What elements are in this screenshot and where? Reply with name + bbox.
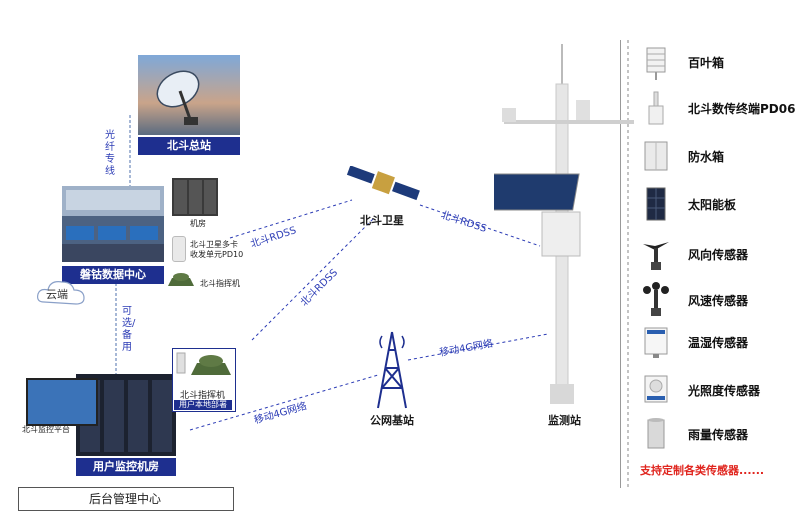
beidou-terminal-icon <box>636 88 676 128</box>
sensor-label: 风向传感器 <box>688 247 749 262</box>
backend-center-box <box>18 487 234 511</box>
cloud-label: 云端 <box>46 288 68 301</box>
sensor-item: 防水箱 <box>636 136 800 176</box>
cell-tower-icon <box>372 328 412 410</box>
user-local-deploy-label: 用户本地部署 <box>174 400 232 410</box>
sensor-item: 风向传感器 <box>636 234 800 274</box>
anemometer-icon <box>636 280 676 320</box>
commander-dc-label: 北斗指挥机 <box>200 279 240 288</box>
sensor-label: 太阳能板 <box>688 197 737 212</box>
satellite-label: 北斗卫星 <box>360 214 404 227</box>
hq-station-image <box>138 55 240 135</box>
louver-box-icon <box>636 42 676 82</box>
hq-station-label: 北斗总站 <box>138 137 240 155</box>
monitor-station-icon <box>478 44 644 405</box>
data-center-image <box>62 186 164 262</box>
net4g-user-label: 移动4G网络 <box>253 400 309 427</box>
monitor-station-label: 监测站 <box>548 414 581 427</box>
net4g-station-label: 移动4G网络 <box>438 338 494 359</box>
sensor-label: 百叶箱 <box>688 55 725 70</box>
rdss-station-label: 北斗RDSS <box>439 209 488 235</box>
sensor-item: 光照度传感器 <box>636 370 800 410</box>
commander-device-icon <box>166 270 196 290</box>
sensor-item: 北斗数传终端PD06 <box>636 88 800 128</box>
satellite-dish-icon <box>156 70 200 125</box>
user-room-label: 用户监控机房 <box>76 458 176 476</box>
optional-backup-label: 可选/备用 <box>122 306 136 353</box>
sensor-label: 光照度传感器 <box>688 383 761 398</box>
rain-gauge-icon <box>636 414 676 454</box>
backend-center-label: 后台管理中心 <box>88 492 161 506</box>
satellite-icon <box>346 165 422 202</box>
sensor-label: 风速传感器 <box>688 293 749 308</box>
receiver-unit-label: 北斗卫星多卡 收发单元PD10 <box>190 240 244 259</box>
receiver-unit-icon <box>172 236 186 262</box>
custom-sensor-note: 支持定制各类传感器...... <box>640 464 765 477</box>
sensor-item: 温湿传感器 <box>636 322 800 362</box>
server-rack-icon <box>172 178 218 216</box>
user-commander-label: 北斗指挥机 <box>180 391 226 401</box>
monitor-platform-label: 北斗监控平台 <box>22 425 70 434</box>
data-center-label: 磐钴数据中心 <box>62 266 164 284</box>
sensor-item: 风速传感器 <box>636 280 800 320</box>
light-sensor-icon <box>636 370 676 410</box>
sensor-item: 百叶箱 <box>636 42 800 82</box>
rdss-dc-label: 北斗RDSS <box>249 225 298 251</box>
fiber-link-label: 光纤专线 <box>105 130 115 177</box>
wind-vane-icon <box>636 234 676 274</box>
sensor-label: 北斗数传终端PD06 <box>688 101 796 116</box>
commander-device-icon <box>176 352 231 375</box>
public-station-label: 公网基站 <box>370 414 414 427</box>
rdss-user-label: 北斗RDSS <box>298 267 341 309</box>
server-room-label: 机房 <box>190 219 206 228</box>
waterproof-box-icon <box>636 136 676 176</box>
sensor-label: 雨量传感器 <box>688 427 749 442</box>
sensor-item: 雨量传感器 <box>636 414 800 454</box>
sensor-label: 防水箱 <box>688 149 725 164</box>
monitor-platform-image <box>26 378 98 426</box>
sensor-item: 太阳能板 <box>636 184 800 224</box>
cloud-icon <box>36 278 86 306</box>
solar-panel-icon <box>636 184 676 224</box>
sensor-label: 温湿传感器 <box>688 335 749 350</box>
temp-humidity-sensor-icon <box>636 322 676 362</box>
